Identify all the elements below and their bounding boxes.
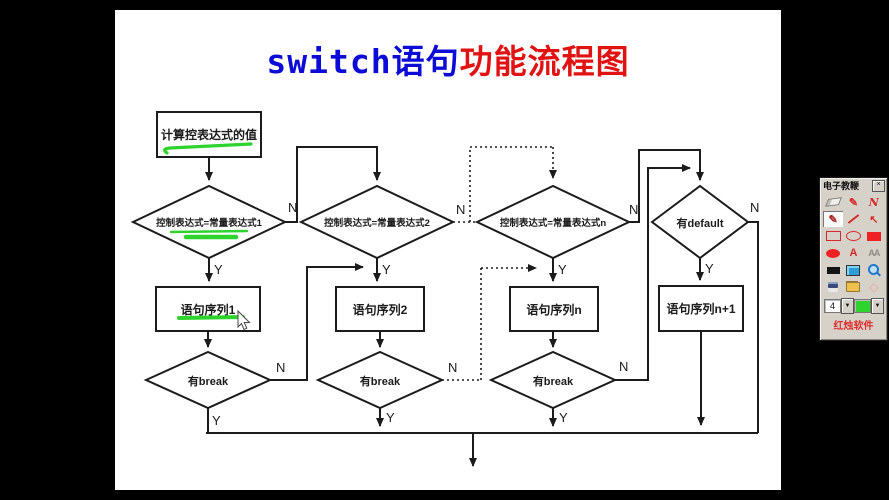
node-seq1-label: 语句序列1 xyxy=(181,302,236,317)
annotation-underline-start xyxy=(163,142,253,155)
save-icon[interactable] xyxy=(823,279,843,295)
label-cond1-no: N xyxy=(288,200,297,215)
arrow-breakn-no xyxy=(615,164,691,381)
line-default-no xyxy=(747,221,759,433)
label-break1-no: N xyxy=(276,360,285,375)
diamond-tool-icon[interactable]: ◇ xyxy=(869,280,879,294)
node-default xyxy=(650,184,750,260)
label-cond2-no: N xyxy=(456,202,465,217)
node-cond2 xyxy=(298,184,456,260)
node-condn xyxy=(474,184,632,260)
node-breakn-label: 有break xyxy=(533,374,574,388)
text-size-tool-icon[interactable]: AA xyxy=(868,248,880,258)
dotted-break2-no xyxy=(442,268,482,381)
node-start-label: 计算控表达式的值 xyxy=(161,127,257,142)
node-condn-label: 控制表达式=常量表达式n xyxy=(500,217,607,229)
ellipse-tool-icon[interactable] xyxy=(843,228,863,244)
magnifier-icon[interactable] xyxy=(864,262,884,278)
title-en: switch xyxy=(266,42,392,81)
close-icon[interactable]: × xyxy=(872,179,885,192)
pen-color-combo[interactable]: ▼ xyxy=(854,298,884,314)
node-default-label: 有default xyxy=(676,216,723,230)
rectangle-tool-icon[interactable] xyxy=(823,228,843,244)
filled-rectangle-tool-icon[interactable] xyxy=(864,228,884,244)
mouse-cursor xyxy=(237,309,251,331)
node-seq-default-label: 语句序列n+1 xyxy=(666,301,735,316)
node-cond1 xyxy=(130,184,288,260)
node-break1 xyxy=(143,350,273,410)
node-break2-label: 有break xyxy=(360,374,401,388)
blackboard-tool-icon[interactable] xyxy=(823,262,843,278)
node-cond2-label: 控制表达式=常量表达式2 xyxy=(324,217,430,229)
title-zh-red: 功能流程图 xyxy=(459,43,630,80)
node-breakn xyxy=(488,350,618,410)
node-break1-label: 有break xyxy=(188,374,229,388)
annotation-underline-cond1-a xyxy=(169,229,249,234)
label-break1-yes: Y xyxy=(212,413,221,428)
curve-tool-icon[interactable]: N xyxy=(868,195,879,209)
pen-size-combo[interactable]: 4 ▼ xyxy=(824,298,854,314)
open-folder-icon[interactable] xyxy=(843,279,863,295)
toolbar-titlebar[interactable]: 电子教鞭 × xyxy=(820,178,887,192)
eraser-icon[interactable] xyxy=(823,194,843,210)
arrow-condn-no xyxy=(629,149,704,223)
color-swatch[interactable] xyxy=(854,299,871,313)
title-zh-blue: 语句 xyxy=(391,43,460,80)
marker-pen-icon[interactable]: ✎ xyxy=(848,196,859,209)
label-default-yes: Y xyxy=(705,261,714,276)
chevron-down-icon[interactable]: ▼ xyxy=(871,298,884,314)
label-condn-yes: Y xyxy=(558,262,567,277)
text-tool-icon[interactable]: A xyxy=(849,247,858,259)
label-cond1-yes: Y xyxy=(214,262,223,277)
label-condn-no: N xyxy=(629,202,638,217)
toolbar-title: 电子教鞭 xyxy=(823,181,860,191)
node-seq2-label: 语句序列2 xyxy=(353,302,408,317)
toolbar-options: 4 ▼ ▼ xyxy=(820,295,887,314)
brand-label: 红烛软件 xyxy=(833,321,874,332)
node-seq2 xyxy=(335,286,425,332)
arrow-break1-no xyxy=(270,263,364,381)
arrow-tool-icon[interactable]: ↖ xyxy=(869,213,879,226)
label-default-no: N xyxy=(750,200,759,215)
node-seqn-label: 语句序列n xyxy=(526,302,581,317)
node-seqn xyxy=(509,286,599,332)
node-break2 xyxy=(315,350,445,410)
label-breakn-yes: Y xyxy=(559,410,568,425)
screen-tool-icon[interactable] xyxy=(843,262,863,278)
dotted-cond2-no xyxy=(453,146,553,223)
label-cond2-yes: Y xyxy=(382,262,391,277)
chevron-down-icon[interactable]: ▼ xyxy=(841,298,854,314)
node-seq-default xyxy=(658,285,744,332)
toolbar-grid: ✎ N ✎ ↖ A AA ◇ xyxy=(820,192,887,295)
page-title: switch语句功能流程图 xyxy=(115,42,781,81)
line-tool-icon[interactable] xyxy=(843,211,863,227)
label-break2-no: N xyxy=(448,360,457,375)
annotation-toolbar: 电子教鞭 × ✎ N ✎ ↖ A AA ◇ 4 ▼ ▼ 红烛软件 xyxy=(819,177,888,341)
node-cond1-label: 控制表达式=常量表达式1 xyxy=(156,217,263,229)
node-start xyxy=(156,111,262,158)
pen-size-value[interactable]: 4 xyxy=(824,299,841,313)
arrow-cond1-no xyxy=(285,146,381,223)
filled-ellipse-tool-icon[interactable] xyxy=(823,245,843,261)
pen-tool-icon[interactable]: ✎ xyxy=(823,211,844,227)
label-break2-yes: Y xyxy=(386,410,395,425)
annotation-underline-seq1 xyxy=(177,315,245,320)
label-breakn-no: N xyxy=(619,359,628,374)
